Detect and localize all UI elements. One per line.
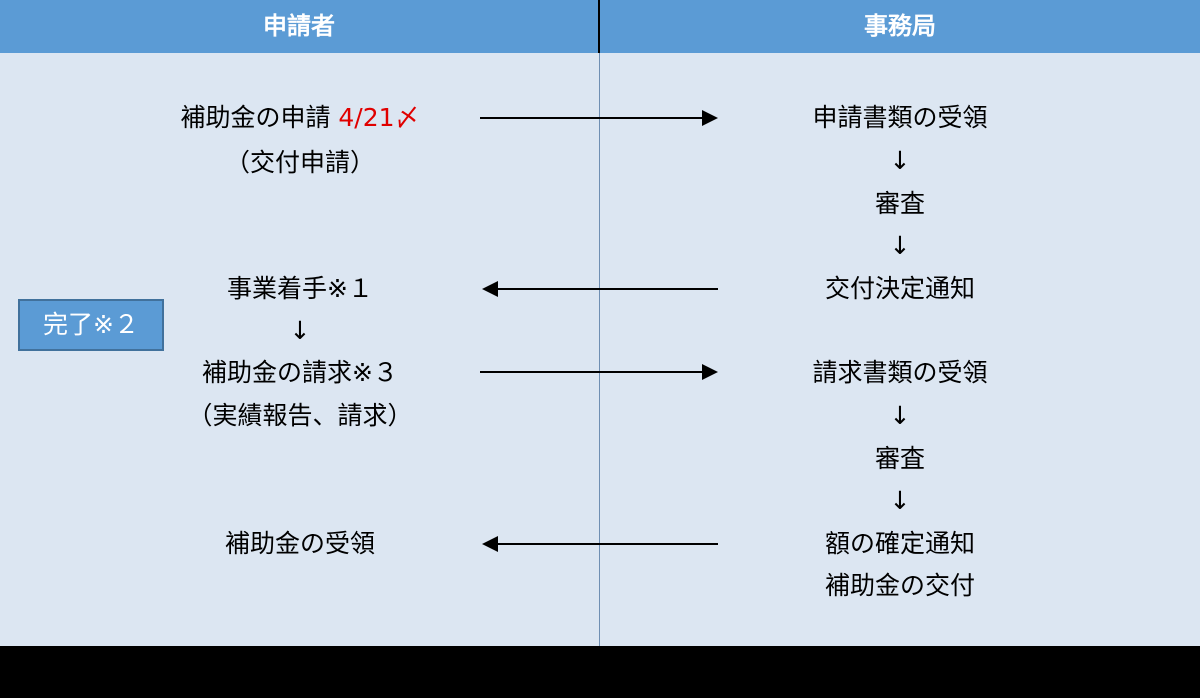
- office-grant-payment: 補助金の交付: [824, 571, 975, 600]
- step-claim-sub: （実績報告、請求）: [187, 401, 413, 430]
- office-grant-decision: 交付決定通知: [824, 274, 975, 303]
- down-arrow-office-4: ↓: [889, 486, 911, 515]
- office-review-2: 審査: [874, 444, 925, 473]
- step-apply-sub: （交付申請）: [224, 148, 375, 177]
- step-claim: 補助金の請求※３: [202, 358, 398, 387]
- step-apply-label: 補助金の申請: [180, 103, 331, 132]
- arrow-to-applicant-1: [482, 281, 718, 297]
- office-column: [600, 53, 1200, 646]
- step-start-project: 事業着手※１: [227, 274, 373, 303]
- down-arrow-office-2: ↓: [889, 231, 911, 260]
- arrow-to-applicant-2: [482, 536, 718, 552]
- office-receive-claim: 請求書類の受領: [812, 358, 988, 387]
- down-arrow-office-3: ↓: [889, 401, 911, 430]
- completion-badge: 完了※２: [18, 299, 164, 351]
- column-divider: [599, 53, 600, 646]
- applicant-column-header: 申請者: [0, 0, 598, 53]
- office-column-header: 事務局: [600, 0, 1200, 53]
- step-apply: 補助金の申請 4/21〆: [140, 101, 460, 135]
- deadline-label: 4/21〆: [338, 103, 420, 132]
- office-receive-application: 申請書類の受領: [812, 103, 988, 132]
- down-arrow-office-1: ↓: [889, 146, 911, 175]
- down-arrow-applicant: ↓: [289, 316, 311, 345]
- step-receive-subsidy: 補助金の受領: [224, 529, 375, 558]
- office-review-1: 審査: [874, 189, 925, 218]
- office-amount-confirmation: 額の確定通知: [824, 529, 975, 558]
- arrow-to-office-2: [480, 364, 718, 380]
- arrow-to-office-1: [480, 110, 718, 126]
